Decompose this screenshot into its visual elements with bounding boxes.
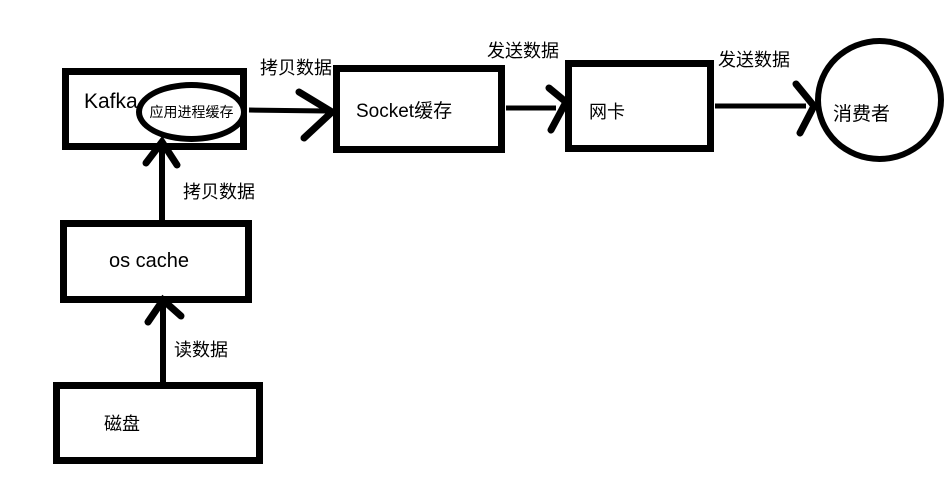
node-app-process-cache-ellipse: 应用进程缓存: [136, 82, 247, 142]
node-app-process-cache-label: 应用进程缓存: [149, 104, 234, 120]
edge-label-nic-to-consumer: 发送数据: [718, 50, 790, 70]
edge-label-disk-to-os-cache: 读数据: [174, 340, 228, 360]
edge-nic-to-consumer: [715, 80, 819, 137]
edge-socket-buffer-to-nic-arrowhead: [545, 84, 571, 134]
edge-label-os-cache-to-kafka: 拷贝数据: [183, 182, 255, 202]
edge-label-socket-buffer-to-nic: 发送数据: [487, 41, 559, 61]
edge-kafka-to-socket-buffer-line: [248, 107, 328, 114]
edge-disk-to-os-cache-arrowhead: [144, 294, 185, 326]
node-network-card-label: 网卡: [589, 102, 625, 122]
node-disk-label: 磁盘: [104, 414, 140, 434]
edge-kafka-to-socket-buffer-arrowhead: [295, 88, 338, 142]
edge-kafka-to-socket-buffer: [248, 88, 338, 142]
edge-socket-buffer-to-nic: [506, 84, 571, 134]
node-disk: 磁盘: [53, 382, 263, 464]
node-os-cache-label: os cache: [109, 250, 190, 272]
edge-nic-to-consumer-arrowhead: [792, 80, 819, 137]
node-consumer-circle: 消费者: [815, 38, 944, 162]
node-os-cache: os cache: [60, 220, 252, 303]
edge-label-kafka-to-socket-buffer: 拷贝数据: [260, 58, 332, 78]
edge-os-cache-to-kafka: [142, 135, 181, 220]
node-consumer-label: 消费者: [833, 103, 891, 125]
node-socket-buffer-label: Socket缓存: [356, 100, 453, 122]
node-socket-buffer: Socket缓存: [333, 65, 505, 153]
node-network-card: 网卡: [565, 60, 714, 152]
node-kafka-label: Kafka: [84, 90, 138, 113]
